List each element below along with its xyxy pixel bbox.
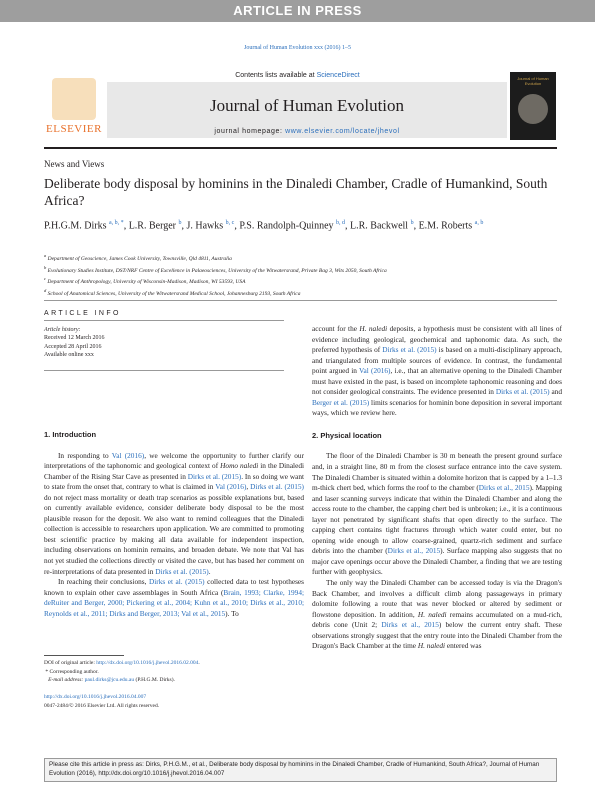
article-info-rule	[44, 320, 284, 321]
masthead-rule	[44, 147, 557, 149]
author-list[interactable]: P.H.G.M. Dirks a, b, *, L.R. Berger b, J…	[44, 220, 484, 232]
homepage-prefix: journal homepage:	[214, 128, 286, 135]
article-title: Deliberate body disposal by hominins in …	[44, 176, 548, 208]
cover-title: Journal of Human Evolution	[517, 76, 549, 86]
article-info-heading: ARTICLE INFO	[44, 310, 121, 317]
elsevier-tree-icon	[52, 78, 96, 120]
right-column-text: account for the H. naledi deposits, a hy…	[312, 324, 562, 651]
elsevier-logo[interactable]: ELSEVIER	[44, 78, 104, 136]
affiliation-divider	[44, 300, 557, 301]
journal-cover-thumbnail[interactable]: Journal of Human Evolution	[510, 72, 556, 140]
footnotes: DOI of original article: http://dx.doi.o…	[44, 660, 200, 709]
article-in-press-banner: ARTICLE IN PRESS	[0, 0, 595, 22]
journal-title: Journal of Human Evolution	[209, 96, 405, 115]
section-type: News and Views	[44, 159, 105, 169]
publisher-name: ELSEVIER	[46, 123, 102, 135]
contents-prefix: Contents lists available at	[235, 72, 317, 79]
contents-line: Contents lists available at ScienceDirec…	[0, 72, 595, 79]
affiliations: a Department of Geoscience, James Cook U…	[44, 253, 387, 297]
footnote-rule	[44, 655, 124, 656]
masthead-box	[107, 82, 507, 138]
article-history-rule	[44, 370, 284, 371]
journal-reference-link[interactable]: Journal of Human Evolution xxx (2016) 1–…	[244, 45, 351, 51]
sciencedirect-link[interactable]: ScienceDirect	[316, 72, 360, 79]
skull-image	[518, 94, 548, 124]
journal-homepage: journal homepage: www.elsevier.com/locat…	[107, 128, 507, 135]
homepage-link[interactable]: www.elsevier.com/locate/jhevol	[285, 128, 400, 135]
citation-box: Please cite this article in press as: Di…	[44, 758, 557, 782]
